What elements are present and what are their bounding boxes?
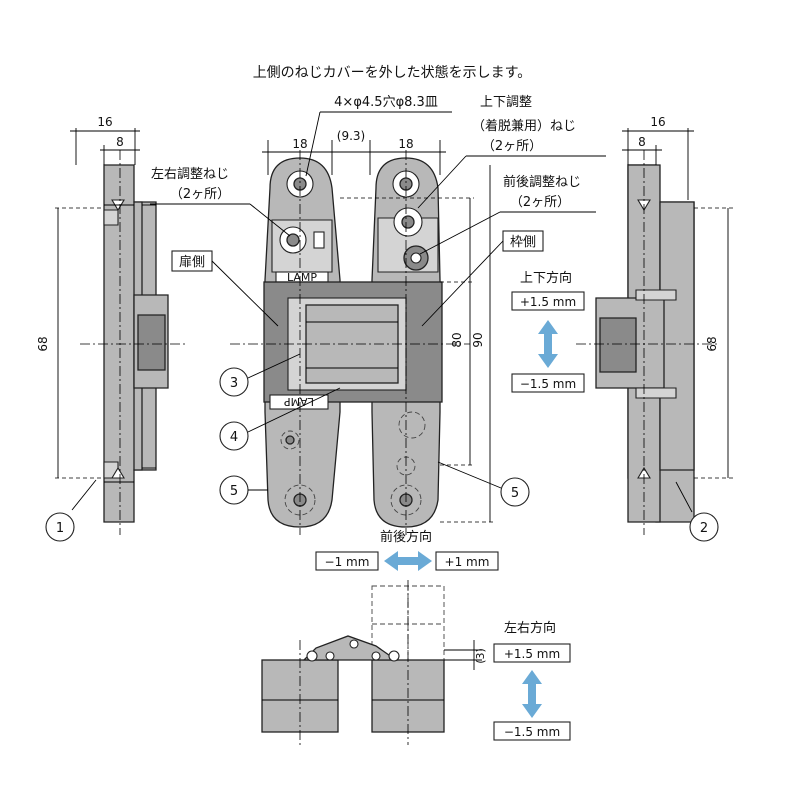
callout-4-circle (219, 421, 249, 451)
lr-plus: +1.5 mm (504, 647, 560, 661)
callout-5a: 5 (230, 484, 238, 499)
dim-3: (3) (474, 648, 487, 664)
fb-minus: −1 mm (325, 555, 370, 569)
callout-3: 3 (230, 376, 238, 391)
callout-1-circle (45, 512, 75, 542)
leftright-adjustment: 左右方向 +1.5 mm −1.5 mm (493, 620, 571, 741)
callout-3-circle (219, 367, 249, 397)
fb-title: 前後方向 (380, 529, 432, 545)
callout-2: 2 (700, 521, 708, 536)
brand-label: LAMP (287, 271, 317, 284)
label-lr-screw-2: （2ヶ所） (170, 187, 230, 202)
dim-16-left: 16 (97, 115, 112, 129)
label-frame-side: 枠側 (510, 235, 536, 250)
updown-arrow (538, 320, 558, 368)
updown-adjustment: 上下方向 +1.5 mm −1.5 mm (511, 270, 585, 393)
hinge-annotations: 4×φ4.5穴φ8.3皿 上下調整 （着脱兼用）ねじ （2ヶ所） 左右調整ねじ … (150, 95, 606, 507)
dim-90: 90 (471, 332, 485, 347)
brand-label-inverted: LAMP (284, 395, 314, 408)
fb-plus: +1 mm (445, 555, 490, 569)
callout-4: 4 (230, 430, 238, 445)
drawing-caption: 上側のねじカバーを外した状態を示します。 (253, 65, 532, 81)
updown-minus: −1.5 mm (520, 377, 576, 391)
mounting-hole (390, 484, 422, 516)
dim-18-left: 18 (292, 137, 307, 151)
label-fb-screw-2: （2ヶ所） (510, 195, 570, 210)
updown-plus: +1.5 mm (520, 295, 576, 309)
label-holes: 4×φ4.5穴φ8.3皿 (334, 95, 438, 110)
label-updown-2: （着脱兼用）ねじ (472, 118, 576, 134)
callout-5b-circle (500, 477, 530, 507)
hinge-top-view: (3) (261, 580, 487, 745)
dim-16-right: 16 (650, 115, 665, 129)
dim-80: 80 (450, 332, 464, 347)
dim-8-right: 8 (638, 135, 646, 149)
callout-2-circle (689, 512, 719, 542)
callout-5b: 5 (511, 486, 519, 501)
label-updown-3: （2ヶ所） (482, 139, 542, 154)
left-side-view: 16 8 68 1 (36, 115, 188, 542)
leftright-arrow (522, 670, 542, 718)
lr-title: 左右方向 (504, 620, 556, 636)
callout-1: 1 (56, 521, 64, 536)
dim-8-left: 8 (116, 135, 124, 149)
frontback-adjustment: 前後方向 −1 mm +1 mm (315, 529, 499, 571)
label-updown-1: 上下調整 (480, 95, 532, 110)
right-side-view: 16 8 68 2 (576, 115, 736, 542)
dim-68-right: 68 (705, 336, 719, 351)
label-door-side: 扉側 (179, 254, 205, 270)
label-lr-screw-1: 左右調整ねじ (151, 167, 229, 182)
updown-title: 上下方向 (520, 270, 572, 286)
lr-minus: −1.5 mm (504, 725, 560, 739)
hinge-front-view: LAMP LAMP 18 (9.3) 18 (230, 129, 494, 535)
dim-9-3: (9.3) (337, 129, 365, 143)
dim-68-left: 68 (36, 336, 50, 351)
mounting-hole (284, 484, 316, 516)
label-fb-screw-1: 前後調整ねじ (503, 174, 581, 190)
frontback-arrow (384, 551, 432, 571)
dim-18-right: 18 (398, 137, 413, 151)
